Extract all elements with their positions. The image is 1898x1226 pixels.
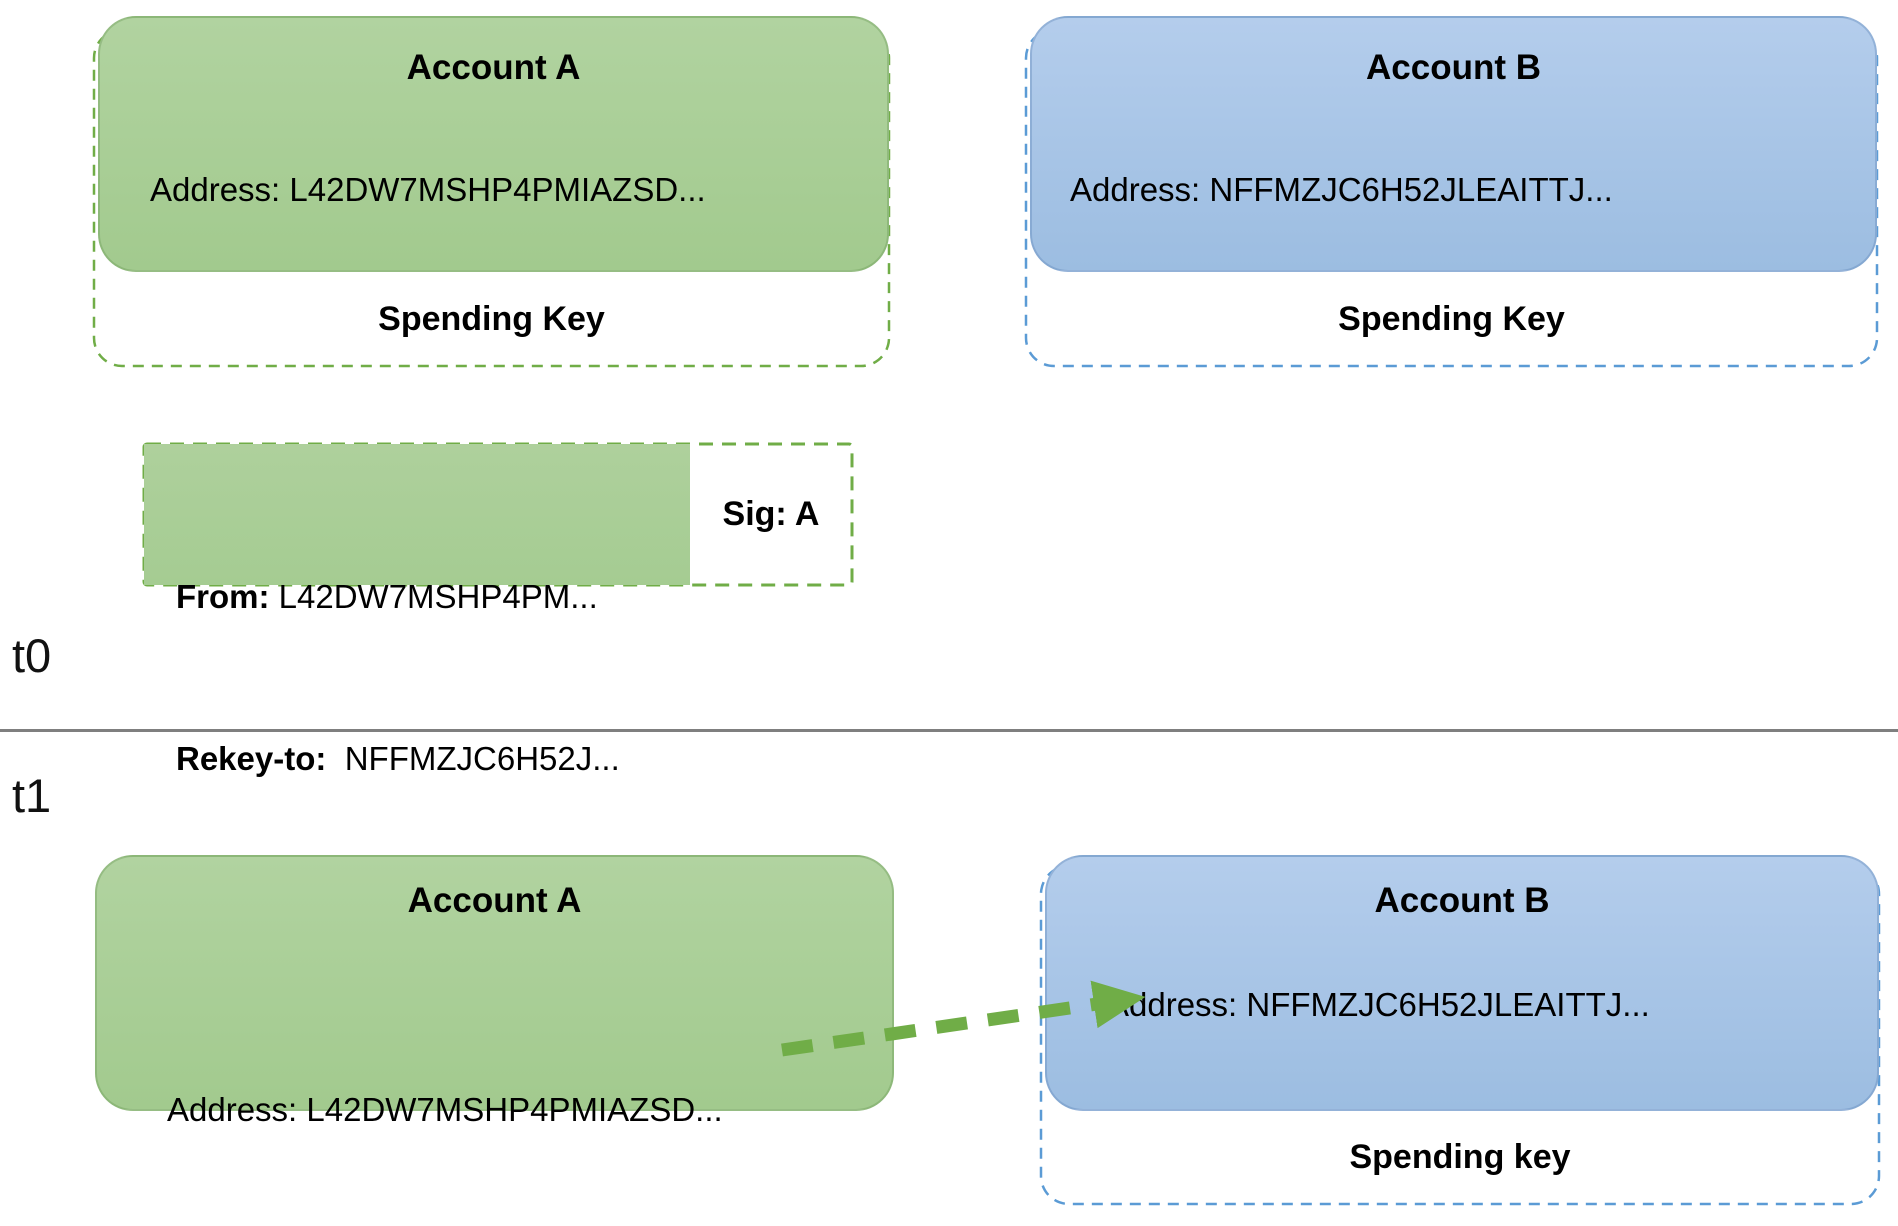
t0-account-a-box: Account A Address: L42DW7MSHP4PMIAZSD... xyxy=(98,16,889,272)
rekey-to-value: NFFMZJC6H52J... xyxy=(326,740,620,777)
timeline-t0-label: t0 xyxy=(12,629,52,682)
timeline-t1-label: t1 xyxy=(12,769,52,822)
t0-account-a-title: Account A xyxy=(406,48,581,87)
t1-account-a-box: Account A Address: L42DW7MSHP4PMIAZSD...… xyxy=(95,855,894,1128)
t0-account-a-address: Address: L42DW7MSHP4PMIAZSD... xyxy=(150,171,706,208)
t1-account-a-address-block: Address: L42DW7MSHP4PMIAZSD... Auth-Addr… xyxy=(167,975,737,1226)
t1-account-b-title: Account B xyxy=(1374,881,1550,920)
t0-account-b-address: Address: NFFMZJC6H52JLEAITTJ... xyxy=(1070,171,1613,208)
t1-account-a-address: Address: L42DW7MSHP4PMIAZSD... xyxy=(167,1091,723,1128)
t0-account-b-spending-key-label: Spending Key xyxy=(1338,300,1565,338)
rekey-transaction-fields: From: L42DW7MSHP4PM... Rekey-to: NFFMZJC… xyxy=(176,462,620,894)
timeline-divider xyxy=(0,729,1898,732)
t1-account-a-title: Account A xyxy=(407,881,582,920)
rekey-transaction-box: From: L42DW7MSHP4PM... Rekey-to: NFFMZJC… xyxy=(144,444,690,777)
t1-account-b-spending-key-label: Spending key xyxy=(1349,1138,1571,1176)
t0-account-a-spending-key-label: Spending Key xyxy=(378,300,605,338)
t0-account-b-box: Account B Address: NFFMZJC6H52JLEAITTJ..… xyxy=(1030,16,1877,272)
t1-account-b-address: Address: NFFMZJC6H52JLEAITTJ... xyxy=(1107,986,1650,1023)
rekey-from-label: From: xyxy=(176,578,270,615)
rekey-signature-zone: Sig: A xyxy=(722,495,820,533)
t1-account-b-box: Account B Address: NFFMZJC6H52JLEAITTJ..… xyxy=(1045,855,1879,1111)
rekey-from-value: L42DW7MSHP4PM... xyxy=(269,578,598,615)
rekey-from-line: From: L42DW7MSHP4PM... xyxy=(176,570,620,624)
t0-account-b-title: Account B xyxy=(1366,48,1541,87)
rekey-to-line: Rekey-to: NFFMZJC6H52J... xyxy=(176,732,620,786)
rekey-to-label: Rekey-to: xyxy=(176,740,327,777)
